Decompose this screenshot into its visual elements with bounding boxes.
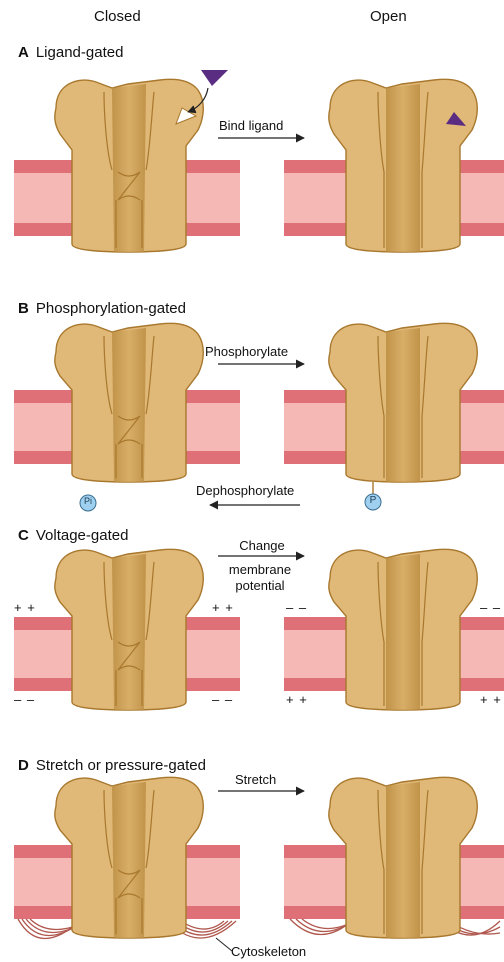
section-title: Ligand-gated (36, 44, 124, 61)
action-label-phosphorylate: Phosphorylate (205, 344, 288, 359)
section-title: Phosphorylation-gated (36, 300, 186, 317)
section-letter: B (18, 300, 29, 317)
charge-minus-closed-right: – – (212, 692, 233, 707)
charge-minus-open-right: – – (480, 600, 501, 615)
channel-c-closed (55, 549, 203, 710)
channel-b-open (329, 323, 477, 494)
ligand-free (201, 70, 228, 86)
channel-a-open (329, 79, 477, 252)
section-title: Voltage-gated (36, 527, 129, 544)
section-c-heading: C Voltage-gated (18, 527, 128, 544)
action-label-stretch: Stretch (235, 772, 276, 787)
channel-d-closed (55, 777, 203, 938)
section-d-heading: D Stretch or pressure-gated (18, 757, 206, 774)
section-b-heading: B Phosphorylation-gated (18, 300, 186, 317)
action-label-potential: potential (222, 578, 298, 593)
section-letter: C (18, 527, 29, 544)
charge-minus-open-left: – – (286, 600, 307, 615)
action-label-dephosphorylate: Dephosphorylate (196, 483, 294, 498)
charge-plus-closed-right: + + (212, 600, 234, 615)
column-header-closed: Closed (94, 8, 141, 25)
section-letter: A (18, 44, 29, 61)
phosphate-closed-label: Pi (81, 496, 95, 506)
column-header-open: Open (370, 8, 407, 25)
channel-a-closed (55, 79, 203, 252)
channel-c-open (329, 549, 477, 710)
action-label-bind-ligand: Bind ligand (219, 118, 283, 133)
action-label-change: Change (226, 538, 298, 553)
cytoskeleton-label: Cytoskeleton (231, 944, 306, 959)
charge-plus-closed-left: + + (14, 600, 36, 615)
channel-b-closed (55, 323, 203, 482)
phosphate-open-label: P (366, 495, 380, 506)
charge-minus-closed-left: – – (14, 692, 35, 707)
section-letter: D (18, 757, 29, 774)
cytoskeleton-leader (216, 938, 232, 951)
channel-d-open (329, 777, 477, 938)
charge-plus-open-right: + + (480, 692, 502, 707)
action-label-membrane: membrane (222, 562, 298, 577)
section-a-heading: A Ligand-gated (18, 44, 123, 61)
section-title: Stretch or pressure-gated (36, 757, 206, 774)
charge-plus-open-left: + + (286, 692, 308, 707)
